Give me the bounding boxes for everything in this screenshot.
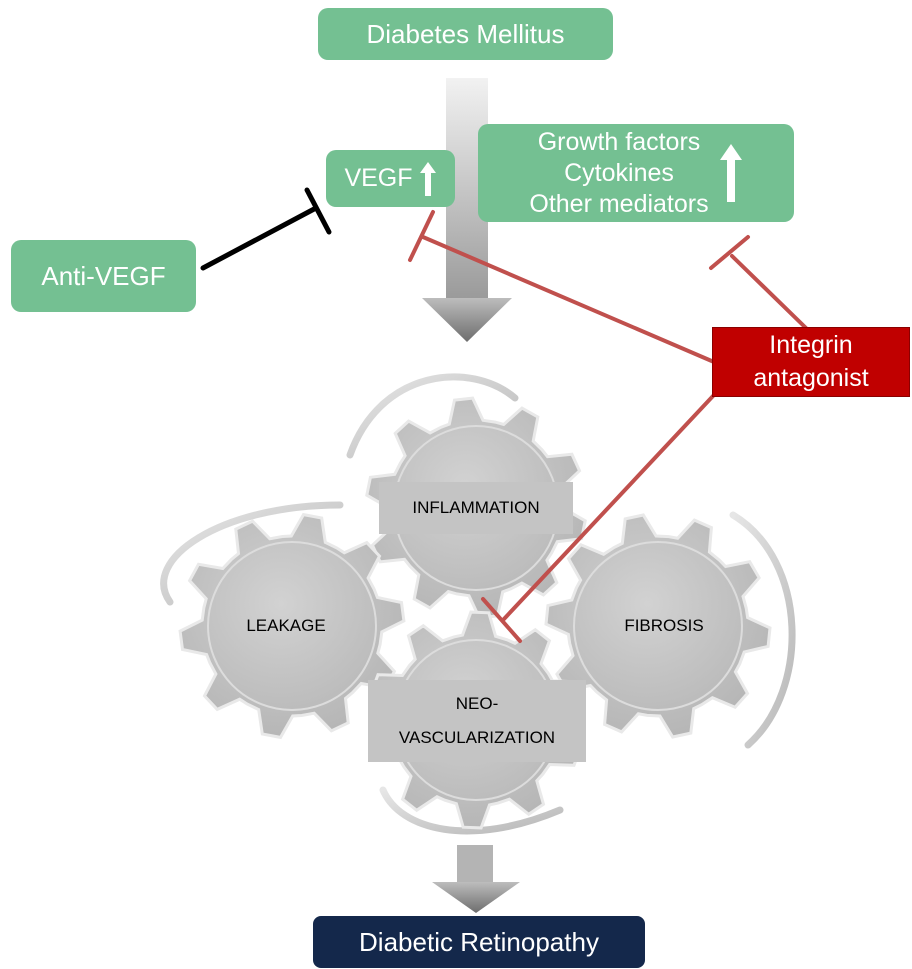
cycle-arc-right xyxy=(729,511,796,749)
diabetic-retinopathy-box: Diabetic Retinopathy xyxy=(313,916,645,968)
integrin-label-line2: antagonist xyxy=(753,364,869,392)
up-arrow-icon xyxy=(419,161,436,196)
diabetic-retinopathy-label: Diabetic Retinopathy xyxy=(359,926,599,957)
fibrosis-label: FIBROSIS xyxy=(624,616,704,635)
neo-label-line1: NEO- xyxy=(455,694,499,713)
neo-label-line2: VASCULARIZATION xyxy=(398,728,556,747)
inhibit-mediators-bar xyxy=(709,235,750,270)
integrin-label-line1: Integrin xyxy=(769,331,853,359)
gear3-body xyxy=(544,513,772,739)
up-arrow-icon xyxy=(719,144,742,202)
mediators-box: Growth factors Cytokines Other mediators xyxy=(478,124,794,222)
gear-fibrosis xyxy=(544,513,772,739)
cycle-arc-bottom xyxy=(379,786,564,835)
anti-vegf-inhibition xyxy=(200,187,332,271)
anti-vegf-label: Anti-VEGF xyxy=(41,260,166,291)
integrin-inhibition-lines xyxy=(408,210,810,643)
mediator-growth-factors: Growth factors xyxy=(537,127,701,156)
inhibit-neo-line xyxy=(502,378,730,621)
anti-vegf-box: Anti-VEGF xyxy=(11,240,196,312)
outcome-arrow xyxy=(432,845,520,913)
diabetes-mellitus-box: Diabetes Mellitus xyxy=(318,8,613,60)
inhibit-mediators-line xyxy=(730,254,810,332)
gear2-body xyxy=(178,512,406,740)
diabetes-mellitus-label: Diabetes Mellitus xyxy=(366,18,565,49)
gear2-inner-ring xyxy=(207,541,377,711)
vegf-box: VEGF xyxy=(326,150,455,207)
mediator-cytokines: Cytokines xyxy=(564,158,674,187)
cycle-arc-left xyxy=(160,501,344,606)
gear-leakage xyxy=(178,512,406,740)
cycle-arc-top xyxy=(346,373,519,459)
inhibit-neo-bar xyxy=(481,597,522,643)
inflammation-label: INFLAMMATION xyxy=(379,482,573,534)
leakage-label: LEAKAGE xyxy=(246,616,326,635)
vegf-label: VEGF xyxy=(344,164,413,192)
integrin-antagonist-box: Integrin antagonist xyxy=(712,327,910,397)
mediator-other: Other mediators xyxy=(529,189,709,218)
gear3-inner-ring xyxy=(573,541,743,711)
inhibit-vegf-line xyxy=(421,235,716,364)
neovascularization-label: NEO- VASCULARIZATION xyxy=(368,680,586,762)
inhibit-vegf-bar xyxy=(408,210,435,262)
cycle-arrows xyxy=(160,373,796,835)
